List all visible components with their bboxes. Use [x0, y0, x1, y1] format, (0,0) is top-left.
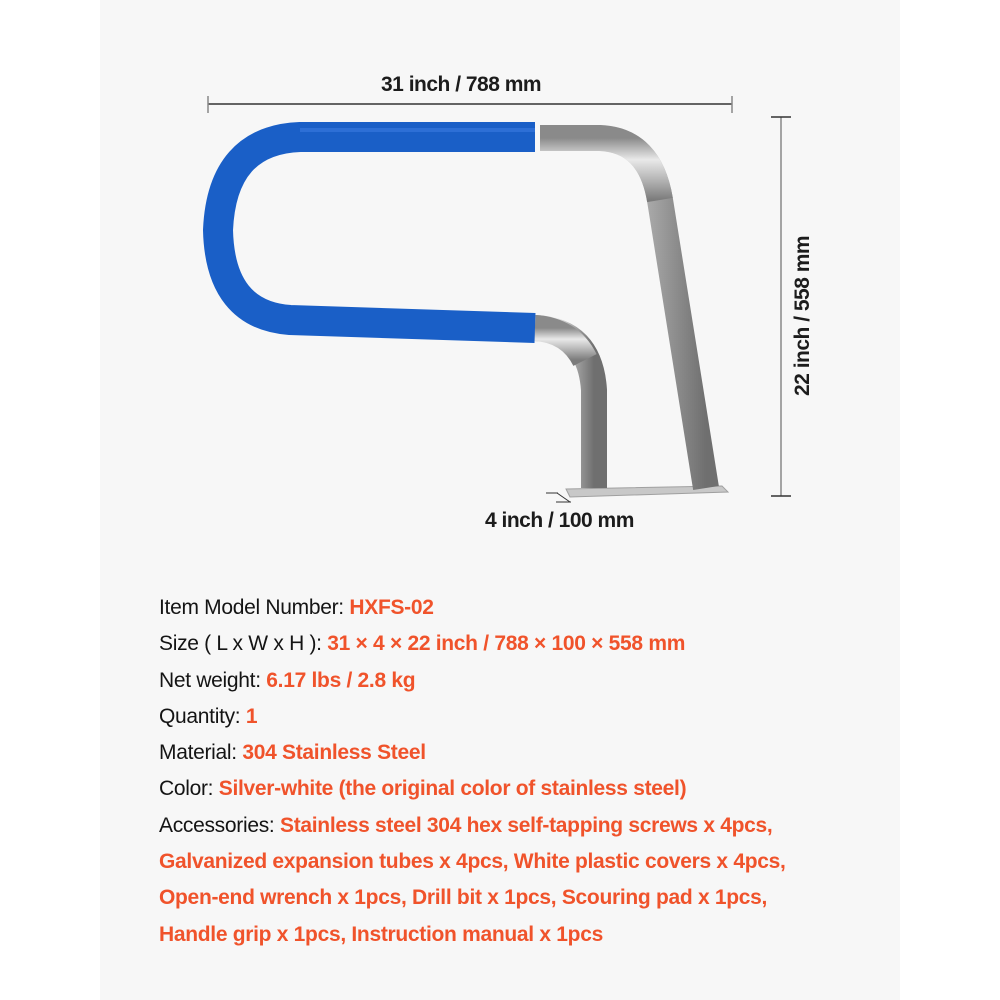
- spec-accessories-line-3: Open-end wrench x 1pcs, Drill bit x 1pcs…: [159, 880, 786, 916]
- spec-label: Net weight:: [159, 668, 267, 692]
- spec-value: Open-end wrench x 1pcs, Drill bit x 1pcs…: [159, 886, 768, 910]
- spec-accessories-line-4: Handle grip x 1pcs, Instruction manual x…: [159, 917, 786, 953]
- width-dimension-line: [207, 96, 733, 113]
- spec-quantity: Quantity: 1: [159, 699, 786, 735]
- spec-label: Material:: [159, 741, 243, 765]
- spec-value: Stainless steel 304 hex self-tapping scr…: [279, 813, 773, 837]
- spec-label: Item Model Number:: [159, 596, 350, 619]
- spec-label: Quantity:: [159, 704, 246, 728]
- spec-color: Color: Silver-white (the original color …: [159, 771, 786, 807]
- blue-handle-grip: [202, 122, 536, 343]
- spec-label: Accessories:: [159, 813, 280, 837]
- depth-dimension-label: 4 inch / 100 mm: [485, 509, 634, 532]
- spec-accessories-line-2: Galvanized expansion tubes x 4pcs, White…: [159, 844, 786, 880]
- spec-label: Color:: [159, 777, 219, 801]
- spec-value: HXFS-02: [349, 596, 434, 619]
- height-dimension-line: [771, 116, 791, 497]
- spec-material: Material: 304 Stainless Steel: [159, 735, 786, 771]
- width-dimension-label: 31 inch / 788 mm: [381, 73, 542, 96]
- depth-dimension-marker: [546, 492, 571, 503]
- spec-label: Size ( L x W x H ):: [159, 632, 328, 656]
- spec-value: 304 Stainless Steel: [242, 741, 426, 765]
- spec-value: 31 × 4 × 22 inch / 788 × 100 × 558 mm: [327, 632, 686, 656]
- spec-value: Silver-white (the original color of stai…: [218, 777, 687, 801]
- specifications-list: Item Model Number: HXFS-02 Size ( L x W …: [159, 590, 786, 953]
- spec-accessories: Accessories: Stainless steel 304 hex sel…: [159, 808, 786, 844]
- pool-handrail-image: [202, 96, 791, 503]
- spec-value: Galvanized expansion tubes x 4pcs, White…: [159, 850, 786, 874]
- spec-value: Handle grip x 1pcs, Instruction manual x…: [159, 922, 603, 946]
- height-dimension-label: 22 inch / 558 mm: [791, 235, 814, 396]
- spec-model-number: Item Model Number: HXFS-02: [159, 590, 786, 626]
- spec-net-weight: Net weight: 6.17 lbs / 2.8 kg: [159, 663, 786, 699]
- spec-value: 1: [245, 704, 258, 728]
- base-plate: [565, 485, 730, 498]
- spec-value: 6.17 lbs / 2.8 kg: [266, 668, 416, 692]
- spec-size: Size ( L x W x H ): 31 × 4 × 22 inch / 7…: [159, 626, 786, 662]
